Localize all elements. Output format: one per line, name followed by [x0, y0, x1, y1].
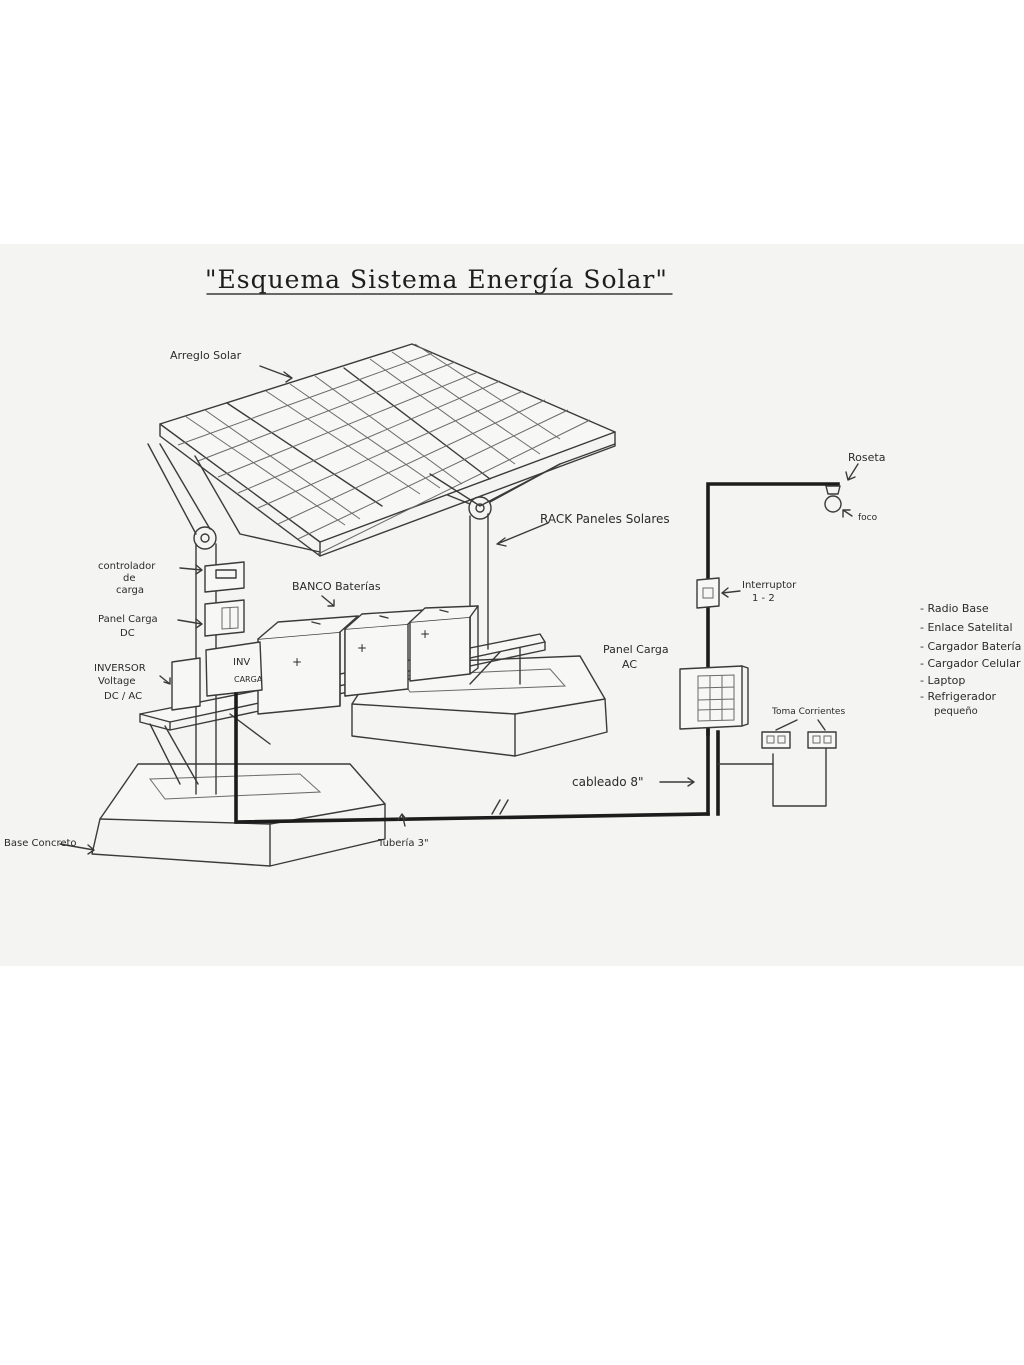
light-switch: [696, 577, 720, 609]
load-item: - Enlace Satelital: [920, 621, 1013, 634]
label-panel-dc-2: DC: [120, 628, 135, 639]
label-interruptor-1: Interruptor: [742, 580, 797, 591]
label-toma-corrientes: Toma Corrientes: [771, 707, 845, 717]
light-bulb: [824, 485, 842, 513]
solar-array: [159, 343, 616, 557]
svg-text:+: +: [292, 655, 302, 669]
label-arreglo-solar: Arreglo Solar: [170, 349, 242, 362]
label-banco: BANCO Baterías: [292, 580, 381, 593]
inverter-box-label-1: INV: [233, 657, 250, 668]
label-base-concreto: Base Concreto: [4, 838, 77, 849]
label-roseta: Roseta: [848, 451, 885, 464]
label-arrows: [59, 365, 859, 855]
label-inversor-2: Voltage: [98, 676, 136, 687]
label-panel-ac-2: AC: [622, 658, 637, 671]
label-controlador-2: de: [123, 573, 136, 584]
load-item: - Cargador Batería: [920, 640, 1021, 653]
inverter-box: INV CARGA: [171, 641, 263, 711]
loads-list: - Radio Base - Enlace Satelital - Cargad…: [920, 602, 1021, 717]
dc-load-panel: [204, 599, 245, 637]
label-inversor-3: DC / AC: [104, 691, 142, 702]
label-controlador-1: controlador: [98, 561, 156, 572]
load-item: - Refrigerador: [920, 690, 997, 703]
load-item: - Cargador Celular: [920, 657, 1021, 670]
label-interruptor-2: 1 - 2: [752, 593, 775, 604]
load-item: - Laptop: [920, 674, 965, 687]
svg-text:+: +: [357, 641, 367, 655]
ac-load-panel: [679, 665, 749, 730]
label-rack: RACK Paneles Solares: [540, 512, 670, 526]
battery-bank: + + +: [257, 605, 479, 715]
diagram-title: "Esquema Sistema Energía Solar": [205, 265, 668, 294]
concrete-base-left: [91, 763, 386, 867]
label-panel-ac-1: Panel Carga: [603, 643, 669, 656]
label-tuberia: Tubería 3": [377, 837, 429, 849]
load-item: pequeño: [934, 706, 978, 717]
solar-system-diagram: "Esquema Sistema Energía Solar": [4, 265, 1021, 867]
label-foco: foco: [858, 513, 878, 523]
drawing-sheet: "Esquema Sistema Energía Solar": [0, 244, 1024, 966]
label-inversor-1: INVERSOR: [94, 663, 146, 674]
outlets: [761, 731, 837, 749]
load-item: - Radio Base: [920, 602, 989, 615]
label-panel-dc-1: Panel Carga: [98, 614, 158, 625]
label-cableado: cableado 8": [572, 775, 644, 789]
svg-text:+: +: [420, 627, 430, 641]
label-controlador-3: carga: [116, 585, 144, 596]
charge-controller: [204, 561, 245, 593]
inverter-box-label-2: CARGA: [234, 675, 263, 684]
